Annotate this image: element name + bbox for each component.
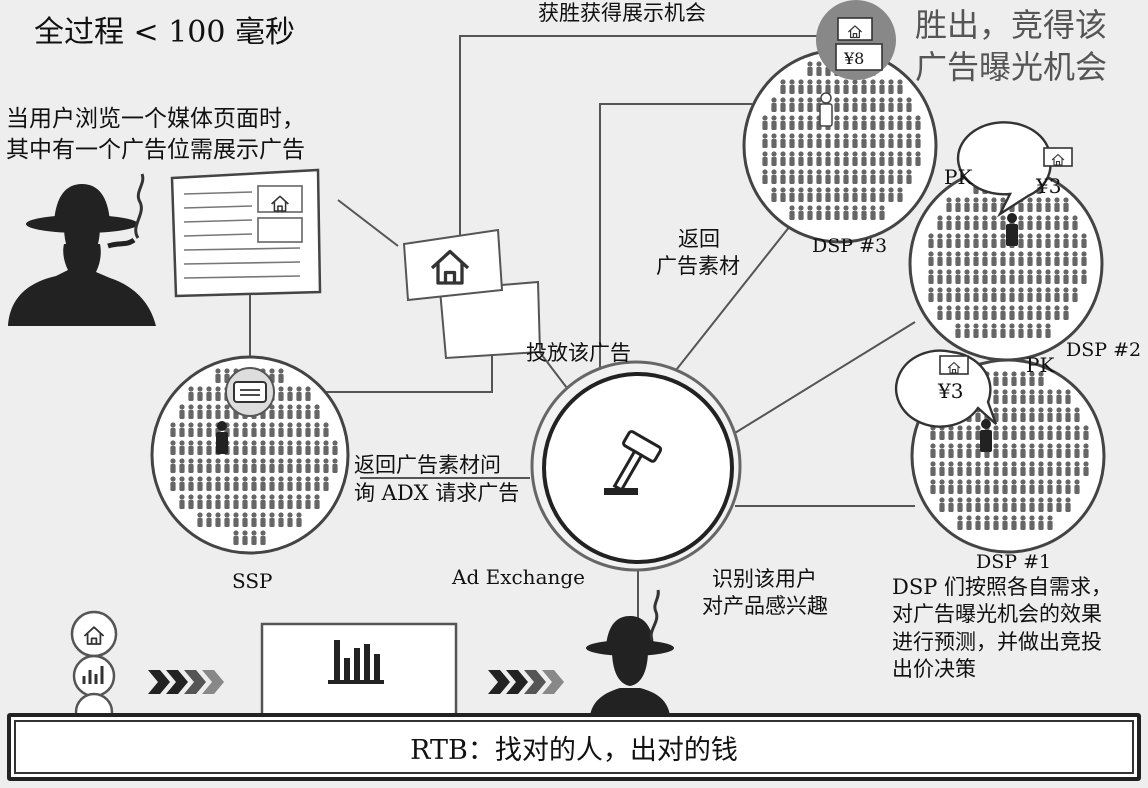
ad-cards [402, 228, 542, 360]
winner-note-line: 广告曝光机会 [915, 48, 1108, 87]
chevrons-icon [148, 670, 224, 694]
dsp1-bid: ¥3 [937, 379, 963, 403]
ssp-label: SSP [232, 569, 273, 593]
bar-chart-icon [328, 640, 384, 684]
dsp1-circle [894, 349, 1106, 554]
dsp2-label: DSP #2 [1066, 339, 1141, 361]
dsp2-circle [908, 121, 1104, 362]
serve-ad-label: 投放该广告 [526, 341, 631, 365]
identify-label: 识别该用户 对产品感兴趣 [702, 566, 828, 621]
dsp2-bid: ¥3 [1035, 174, 1061, 198]
ssp-request-line: 返回广告素材问 [354, 453, 501, 477]
adx-circle [530, 360, 742, 572]
rtb-banner-text: RTB：找对的人，出对的钱 [410, 734, 738, 766]
win-display-label: 获胜获得展示机会 [538, 1, 706, 25]
ssp-circle [150, 355, 350, 555]
pk-label-mid: PK [1026, 353, 1055, 377]
user-silhouette-icon [8, 173, 156, 326]
dsp1-label: DSP #1 [976, 551, 1051, 573]
bottom-flow [70, 589, 674, 732]
page-title: 全过程 < 100 毫秒 [34, 15, 296, 50]
return-creative-label: 返回 广告素材 [656, 226, 740, 281]
pk-label-top: PK [944, 165, 973, 189]
identify-line: 对产品感兴趣 [702, 594, 828, 619]
user-browse-note-line: 其中有一个广告位需展示广告 [6, 137, 305, 164]
adx-label: Ad Exchange [451, 565, 585, 589]
dsp-note-line: 出价决策 [892, 656, 976, 681]
identify-line: 识别该用户 [712, 567, 817, 591]
rtb-banner: RTB：找对的人，出对的钱 [7, 713, 1141, 781]
dsp3-label: DSP #3 [812, 235, 887, 257]
dsp-note: DSP 们按照各自需求， 对广告曝光机会的效果 进行预测，并做出竞投 出价决策 [892, 574, 1112, 683]
ssp-request-label: 返回广告素材问 询 ADX 请求广告 [354, 452, 519, 507]
winner-note: 胜出，竞得该 广告曝光机会 [915, 4, 1107, 88]
user-silhouette-icon [586, 589, 674, 716]
ssp-request-line: 询 ADX 请求广告 [354, 480, 520, 505]
user-browse-note: 当用户浏览一个媒体页面时， 其中有一个广告位需展示广告 [6, 104, 305, 166]
dsp-note-line: DSP 们按照各自需求， [892, 575, 1113, 599]
user-browse-note-line: 当用户浏览一个媒体页面时， [6, 106, 305, 132]
dsp-note-line: 对广告曝光机会的效果 [892, 602, 1102, 627]
dsp3-circle [742, 0, 938, 244]
winner-note-line: 胜出，竞得该 [915, 6, 1108, 44]
media-page [170, 168, 322, 298]
return-creative-line: 返回 [678, 227, 720, 251]
chevrons-icon [488, 670, 564, 694]
gavel-icon [604, 430, 663, 495]
return-creative-line: 广告素材 [656, 254, 740, 279]
dsp3-bid: ¥8 [843, 49, 864, 68]
dsp-note-line: 进行预测，并做出竞投 [892, 629, 1102, 654]
